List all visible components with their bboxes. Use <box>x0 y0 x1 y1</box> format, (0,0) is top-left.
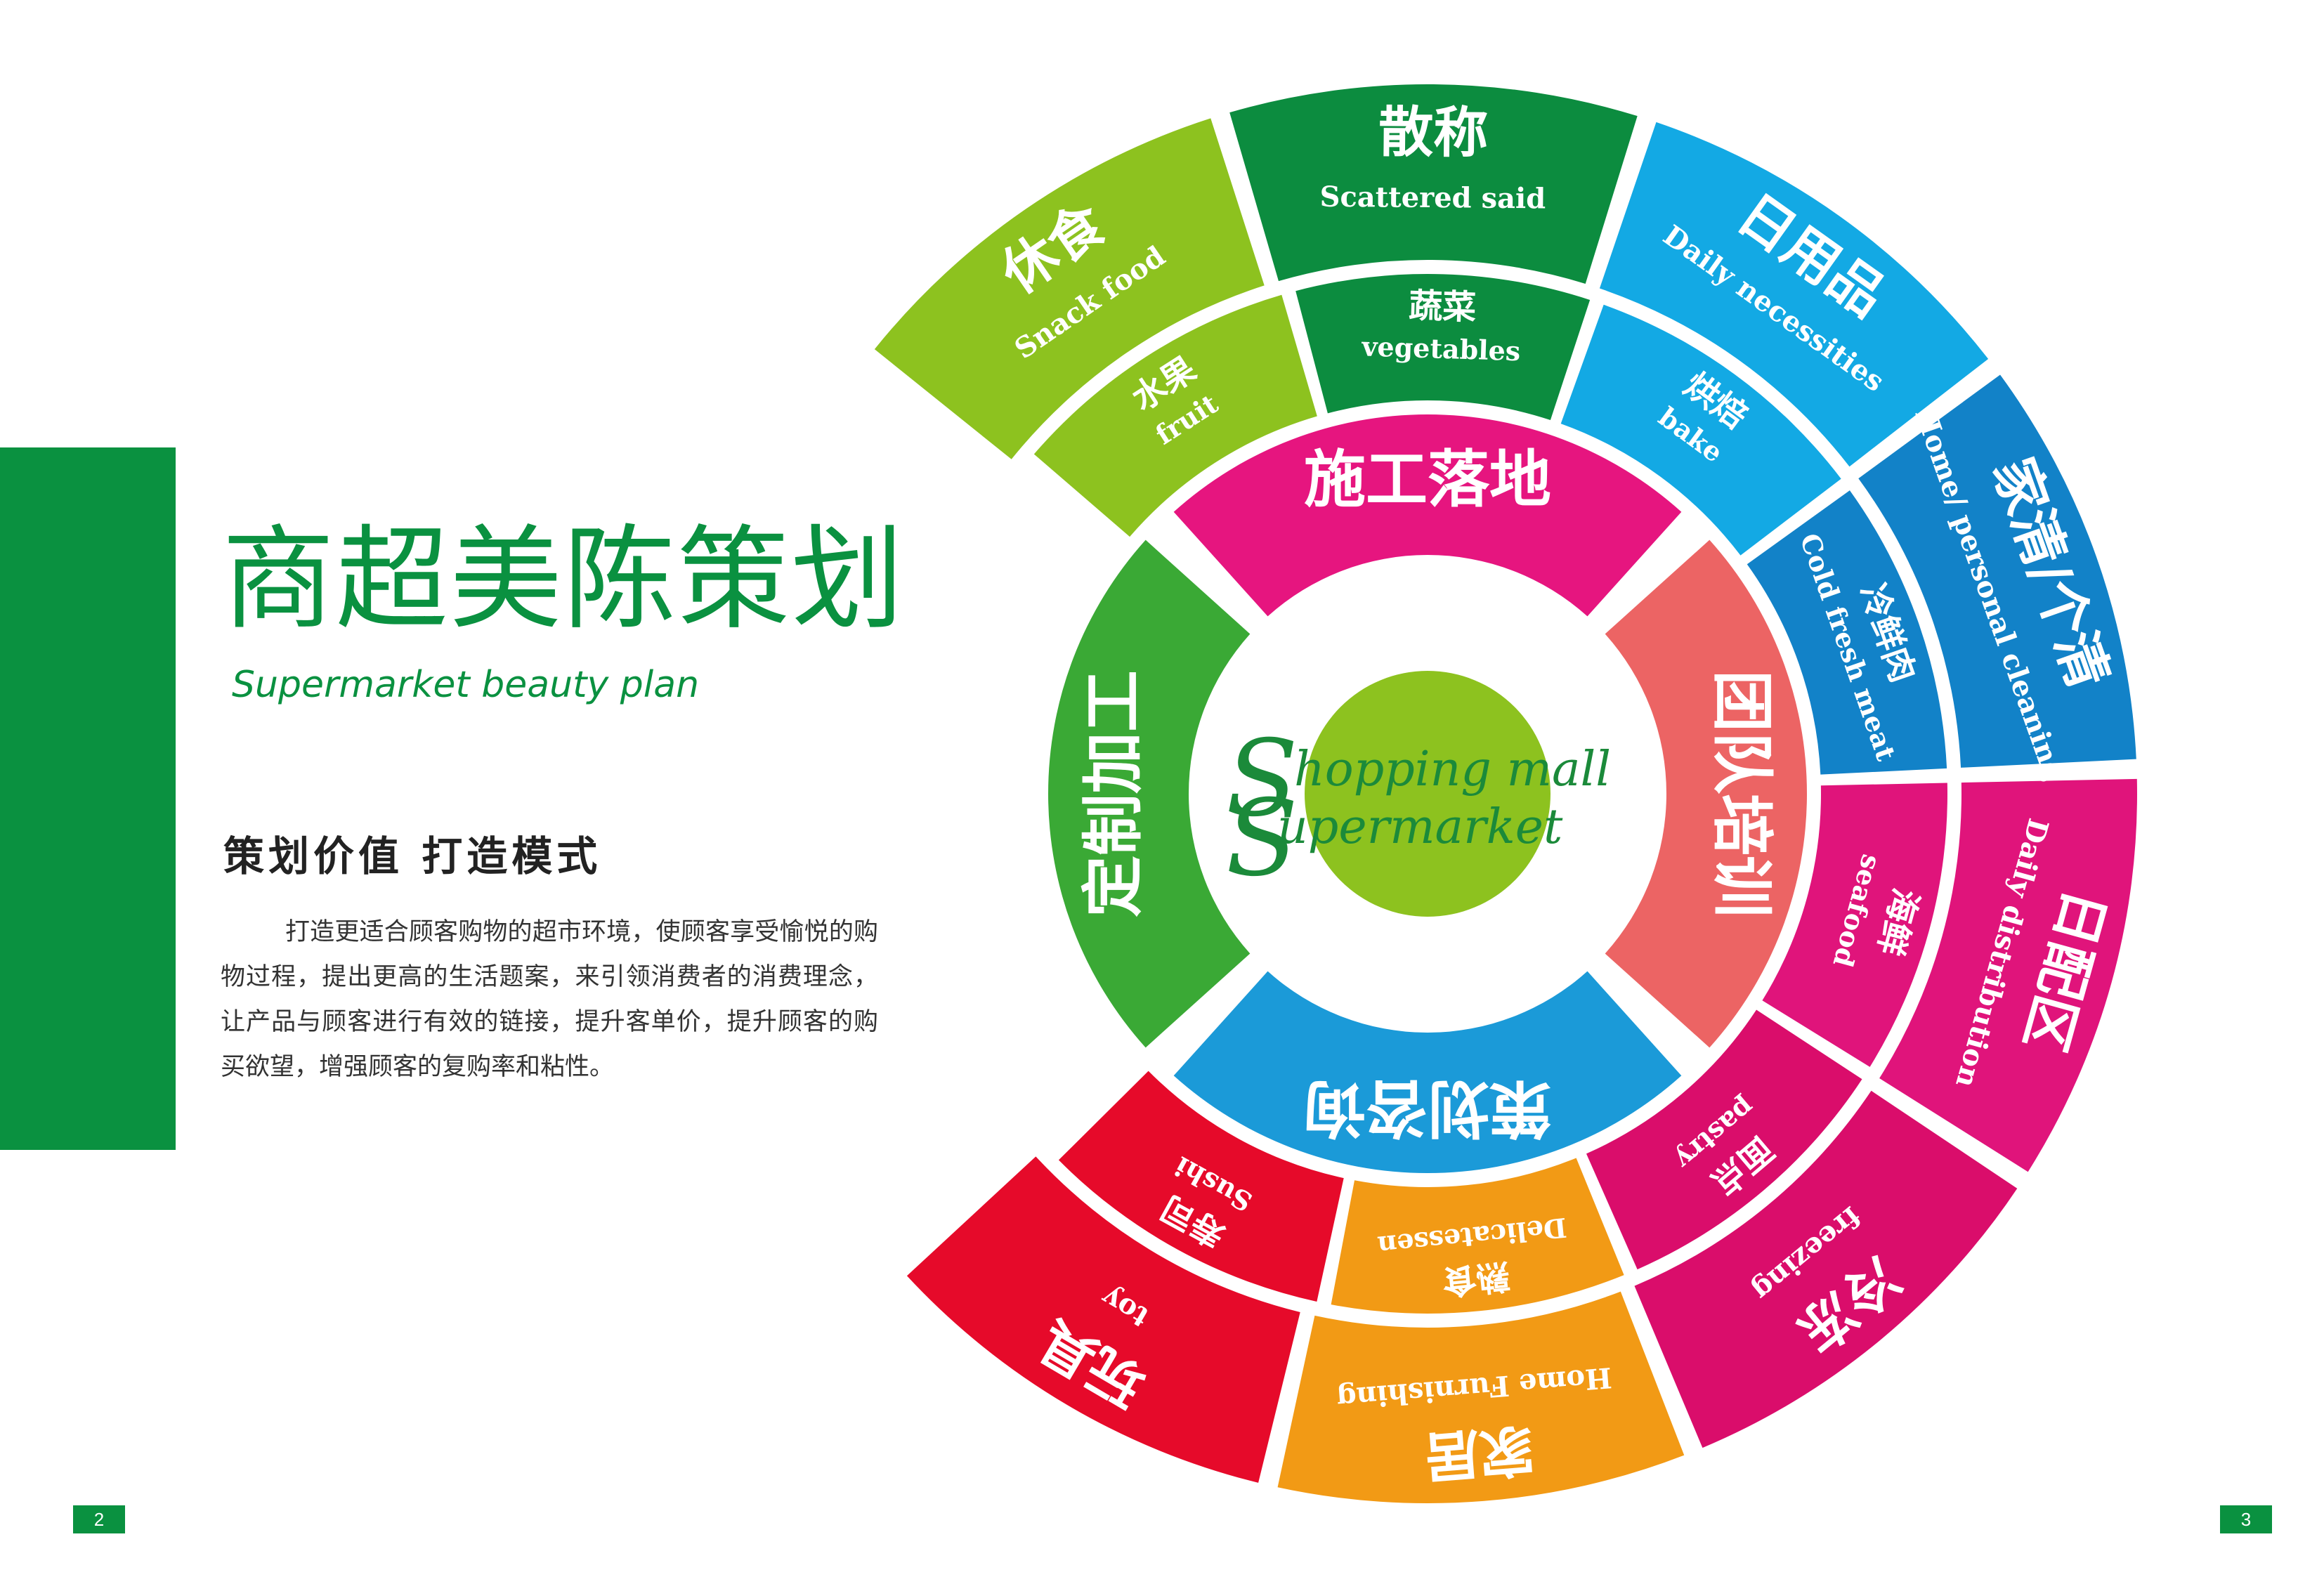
middle-label-en-0: vegetables <box>1361 330 1521 367</box>
outer-label-zh-0: 散称 <box>1378 100 1489 165</box>
inner-segment-0 <box>1173 414 1682 617</box>
center-line-1: hopping mall <box>1294 742 1611 797</box>
center-initial-1: S <box>1226 718 1298 840</box>
middle-segment-6 <box>1058 1071 1344 1302</box>
outer-segment-5 <box>1277 1291 1685 1503</box>
green-side-bar <box>0 447 176 1150</box>
body-paragraph: 打造更适合顾客购物的超市环境，使顾客享受愉悦的购物过程，提出更高的生活题案，来引… <box>221 918 878 1081</box>
middle-segment-3 <box>1762 783 1947 1067</box>
middle-segment-1 <box>1560 304 1841 556</box>
outer-segment-1 <box>1599 122 1989 467</box>
outer-segment-6 <box>906 1156 1300 1483</box>
outer-segment-4 <box>1634 1090 2018 1448</box>
outer-segment-2 <box>1858 374 2136 768</box>
inner-label-zh-3: 定制加工 <box>1076 670 1149 917</box>
middle-segment-2 <box>1747 490 1947 775</box>
middle-segment-4 <box>1586 1009 1862 1270</box>
inner-label-zh-1: 团队培训 <box>1706 670 1779 917</box>
middle-segment-5 <box>1331 1158 1624 1314</box>
center-initial-2: S <box>1226 778 1298 900</box>
middle-label-zh-0: 蔬菜 <box>1408 286 1477 327</box>
middle-label-zh-5: 熟食 <box>1440 1255 1512 1301</box>
inner-segment-1 <box>1605 539 1807 1048</box>
inner-label-zh-0: 施工落地 <box>1304 443 1551 516</box>
page-number-right: 3 <box>2220 1505 2272 1533</box>
page-title-english: Supermarket beauty plan <box>232 664 700 706</box>
outer-segment-0 <box>1229 84 1638 284</box>
outer-label-zh-5: 家居 <box>1422 1417 1536 1489</box>
center-hub: S hopping mall S upermarket <box>1226 671 1611 917</box>
middle-segment-7 <box>1033 294 1317 537</box>
inner-label-zh-2: 策划咨询 <box>1304 1072 1551 1145</box>
inner-segment-3 <box>1047 539 1251 1048</box>
outer-label-en-0: Scattered said <box>1319 181 1546 216</box>
outer-segment-7 <box>874 118 1265 459</box>
middle-segment-0 <box>1295 274 1591 421</box>
page-number-left: 2 <box>73 1505 125 1533</box>
center-circle <box>1305 671 1551 917</box>
page-title: 商超美陈策划 <box>222 513 906 645</box>
center-line-2: upermarket <box>1277 799 1563 855</box>
section-heading: 策划价值 打造模式 <box>223 832 602 880</box>
outer-segment-3 <box>1879 778 2138 1172</box>
inner-segment-2 <box>1173 971 1682 1173</box>
